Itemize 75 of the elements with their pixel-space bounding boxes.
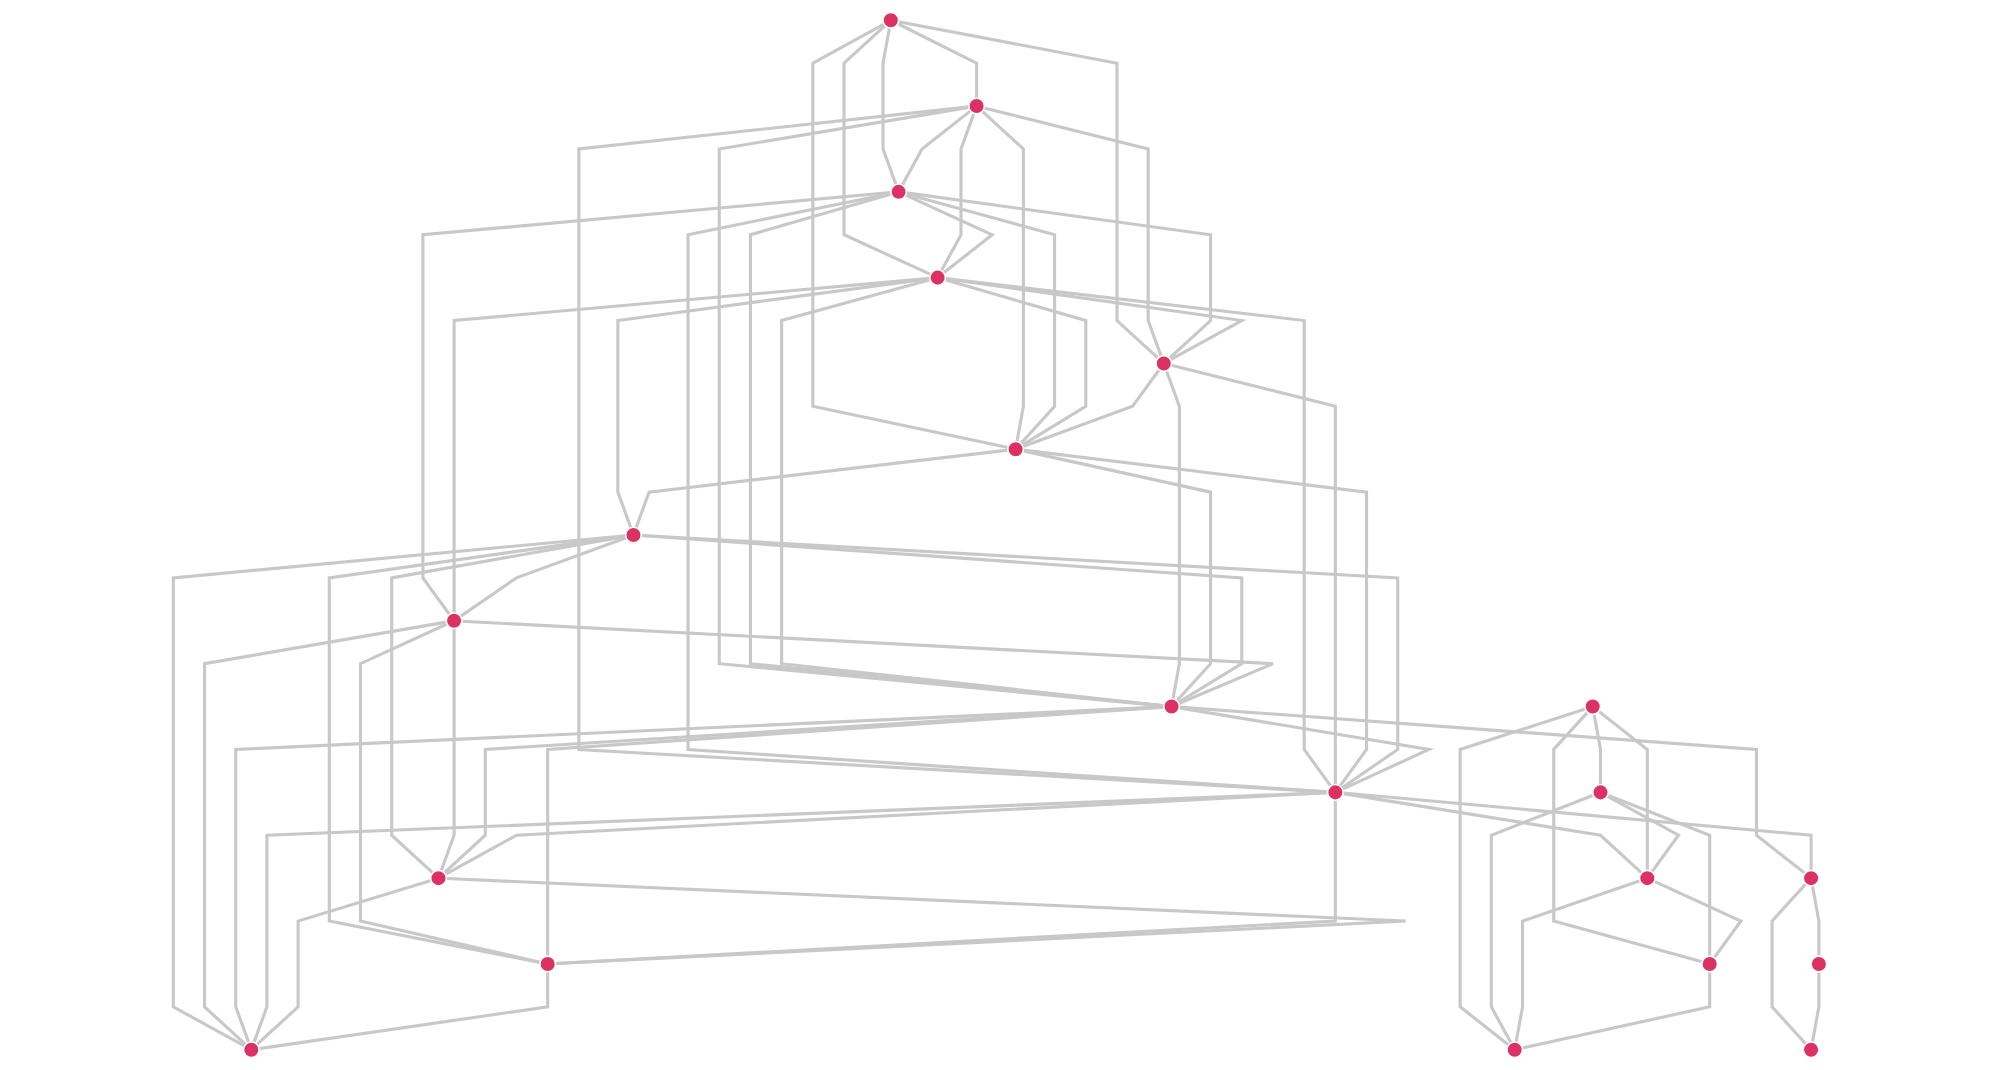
edge-line — [900, 109, 972, 186]
edge-line — [1022, 449, 1213, 702]
edge-line — [258, 971, 550, 1051]
graph-node — [1163, 698, 1181, 716]
edge-line — [461, 619, 1275, 705]
edge-line — [945, 277, 1333, 787]
edge-line — [1458, 707, 1586, 1047]
edge-line — [897, 22, 979, 99]
edge-line — [452, 276, 930, 613]
edge-line — [905, 192, 1057, 445]
graph-node — [1638, 869, 1656, 887]
edge-line — [641, 534, 1244, 704]
edge-line — [686, 191, 1328, 794]
edge-line — [981, 110, 1025, 442]
edge-line — [881, 27, 898, 186]
edge-line — [1342, 791, 1813, 871]
edge-line — [1514, 879, 1641, 1043]
edge-line — [1770, 882, 1807, 1045]
graph-node — [929, 269, 947, 287]
edge-line — [256, 878, 432, 1046]
edge-line — [634, 448, 1009, 529]
edge-line — [641, 533, 1400, 790]
edge-line — [1022, 368, 1161, 448]
edge-line — [444, 791, 1328, 876]
edge-line — [1179, 706, 1435, 791]
graph-node — [1802, 869, 1820, 887]
graph-node — [1802, 1041, 1820, 1059]
graph-node — [890, 183, 908, 201]
edge-line — [1592, 713, 1603, 785]
edge-line — [1489, 793, 1594, 1044]
graph-node — [882, 11, 900, 29]
edge-line — [1342, 792, 1643, 875]
edge-line — [358, 622, 541, 964]
graph-node — [445, 612, 463, 630]
graph-node — [1701, 955, 1719, 973]
graph-node — [1155, 354, 1173, 372]
edge-line — [811, 22, 1009, 450]
graph-node — [624, 526, 643, 544]
edge-line — [421, 191, 891, 616]
edge-line — [1179, 705, 1806, 875]
edge-line — [459, 536, 627, 618]
edge-line — [1522, 971, 1712, 1050]
graph-node — [539, 955, 557, 973]
edge-line — [1810, 971, 1821, 1043]
edge-line — [898, 20, 1160, 360]
graph-node — [429, 869, 448, 887]
graph-node — [242, 1041, 260, 1059]
edge-line — [1597, 710, 1649, 871]
edge-line — [1607, 793, 1712, 957]
edge-line — [1606, 794, 1681, 873]
graph-node — [1326, 783, 1344, 801]
edge-line — [252, 791, 1328, 1043]
edge-line — [1170, 363, 1337, 785]
edge-line — [1023, 448, 1369, 787]
edge-line — [446, 876, 1408, 966]
graph-node — [1591, 783, 1610, 801]
graph-node — [1506, 1041, 1524, 1059]
edge-line — [842, 24, 932, 276]
edge-line — [944, 278, 1088, 447]
edge-line — [780, 278, 1164, 708]
edge-line — [1653, 880, 1744, 959]
graph-node — [968, 97, 986, 115]
edge-line — [983, 106, 1163, 357]
edge-line — [1164, 370, 1181, 700]
edge-line — [1552, 711, 1703, 964]
graph-node — [1584, 698, 1602, 716]
edge-line — [202, 620, 447, 1046]
edge-line — [1810, 885, 1821, 957]
edge-line — [939, 112, 976, 272]
edge-line — [906, 191, 1213, 360]
graph-node — [1007, 440, 1025, 458]
graph-node — [1810, 955, 1828, 973]
edge-line — [171, 534, 626, 1048]
edge-line — [439, 628, 456, 872]
edge-line — [905, 193, 996, 275]
